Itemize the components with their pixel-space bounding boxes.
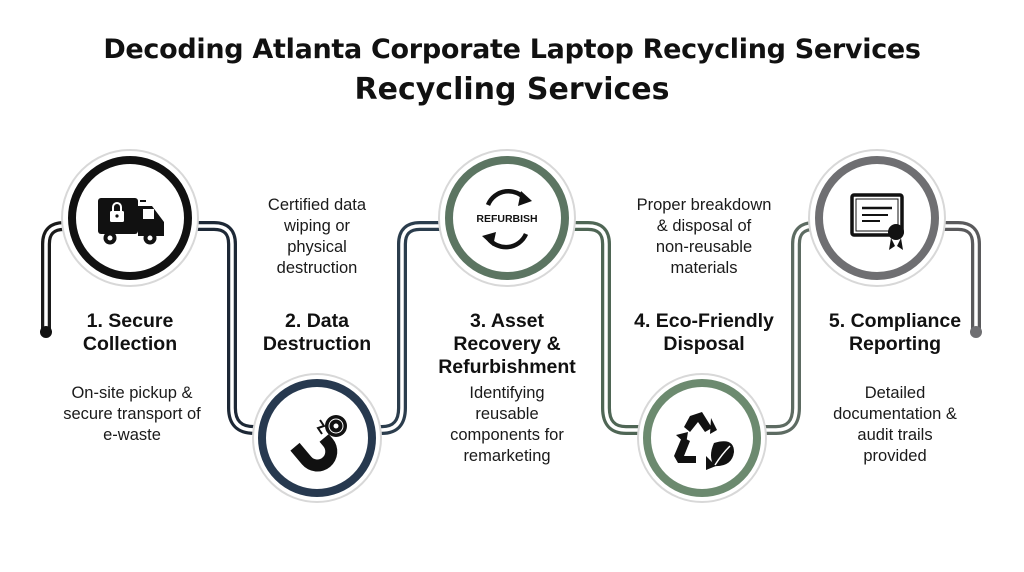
step-4-icon-circle <box>637 373 767 503</box>
step-5-description: Detailed documentation & audit trails pr… <box>833 384 957 465</box>
page-subtitle: Recycling Services <box>354 72 670 107</box>
step-3-title: 3. Asset Recovery & Refurbishment <box>438 310 576 378</box>
step-2-description: Certified data wiping or physical destru… <box>267 196 367 277</box>
step-4-description: Proper breakdown & disposal of non-reusa… <box>636 196 772 277</box>
step-4-title: 4. Eco-Friendly Disposal <box>634 310 774 355</box>
page-title: Decoding Atlanta Corporate Laptop Recycl… <box>103 34 921 65</box>
step-2-title: 2. Data Destruction <box>262 310 372 355</box>
step-3-description: Identifying reusable components for rema… <box>450 384 564 465</box>
flow-start-dot <box>40 326 52 338</box>
step-5-title: 5. Compliance Reporting <box>828 310 962 355</box>
step-1-description: On-site pickup & secure transport of e-w… <box>63 384 201 444</box>
certificate-icon <box>850 193 904 250</box>
step-1-icon-circle <box>61 149 199 287</box>
step-2-icon-circle <box>252 373 382 503</box>
flow-end-dot <box>970 326 982 338</box>
magnet-disk-icon <box>290 415 347 472</box>
step-5-icon-circle <box>808 149 946 287</box>
truck-lock-icon <box>98 198 164 245</box>
step-1-title: 1. Secure Collection <box>82 310 178 355</box>
step-3-icon-circle: REFURBISH <box>438 149 576 287</box>
refurbish-label: REFURBISH <box>476 213 537 225</box>
